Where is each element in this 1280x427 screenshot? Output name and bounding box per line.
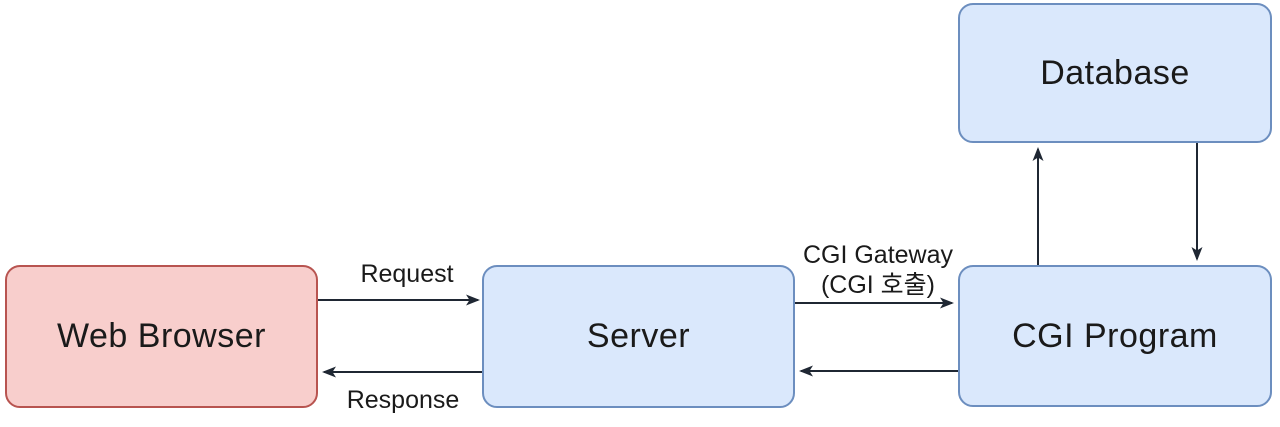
node-server: Server [482, 265, 795, 408]
node-cgi-program-label: CGI Program [1012, 316, 1218, 355]
edge-label-response: Response [346, 386, 460, 414]
node-database: Database [958, 3, 1272, 143]
node-web-browser-label: Web Browser [57, 317, 266, 355]
edge-label-cgi-gateway: CGI Gateway (CGI 호출) [802, 241, 954, 299]
node-web-browser: Web Browser [5, 265, 318, 408]
node-cgi-program: CGI Program [958, 265, 1272, 407]
edge-label-request: Request [360, 260, 454, 288]
node-server-label: Server [586, 317, 691, 355]
node-database-label: Database [1040, 53, 1190, 92]
